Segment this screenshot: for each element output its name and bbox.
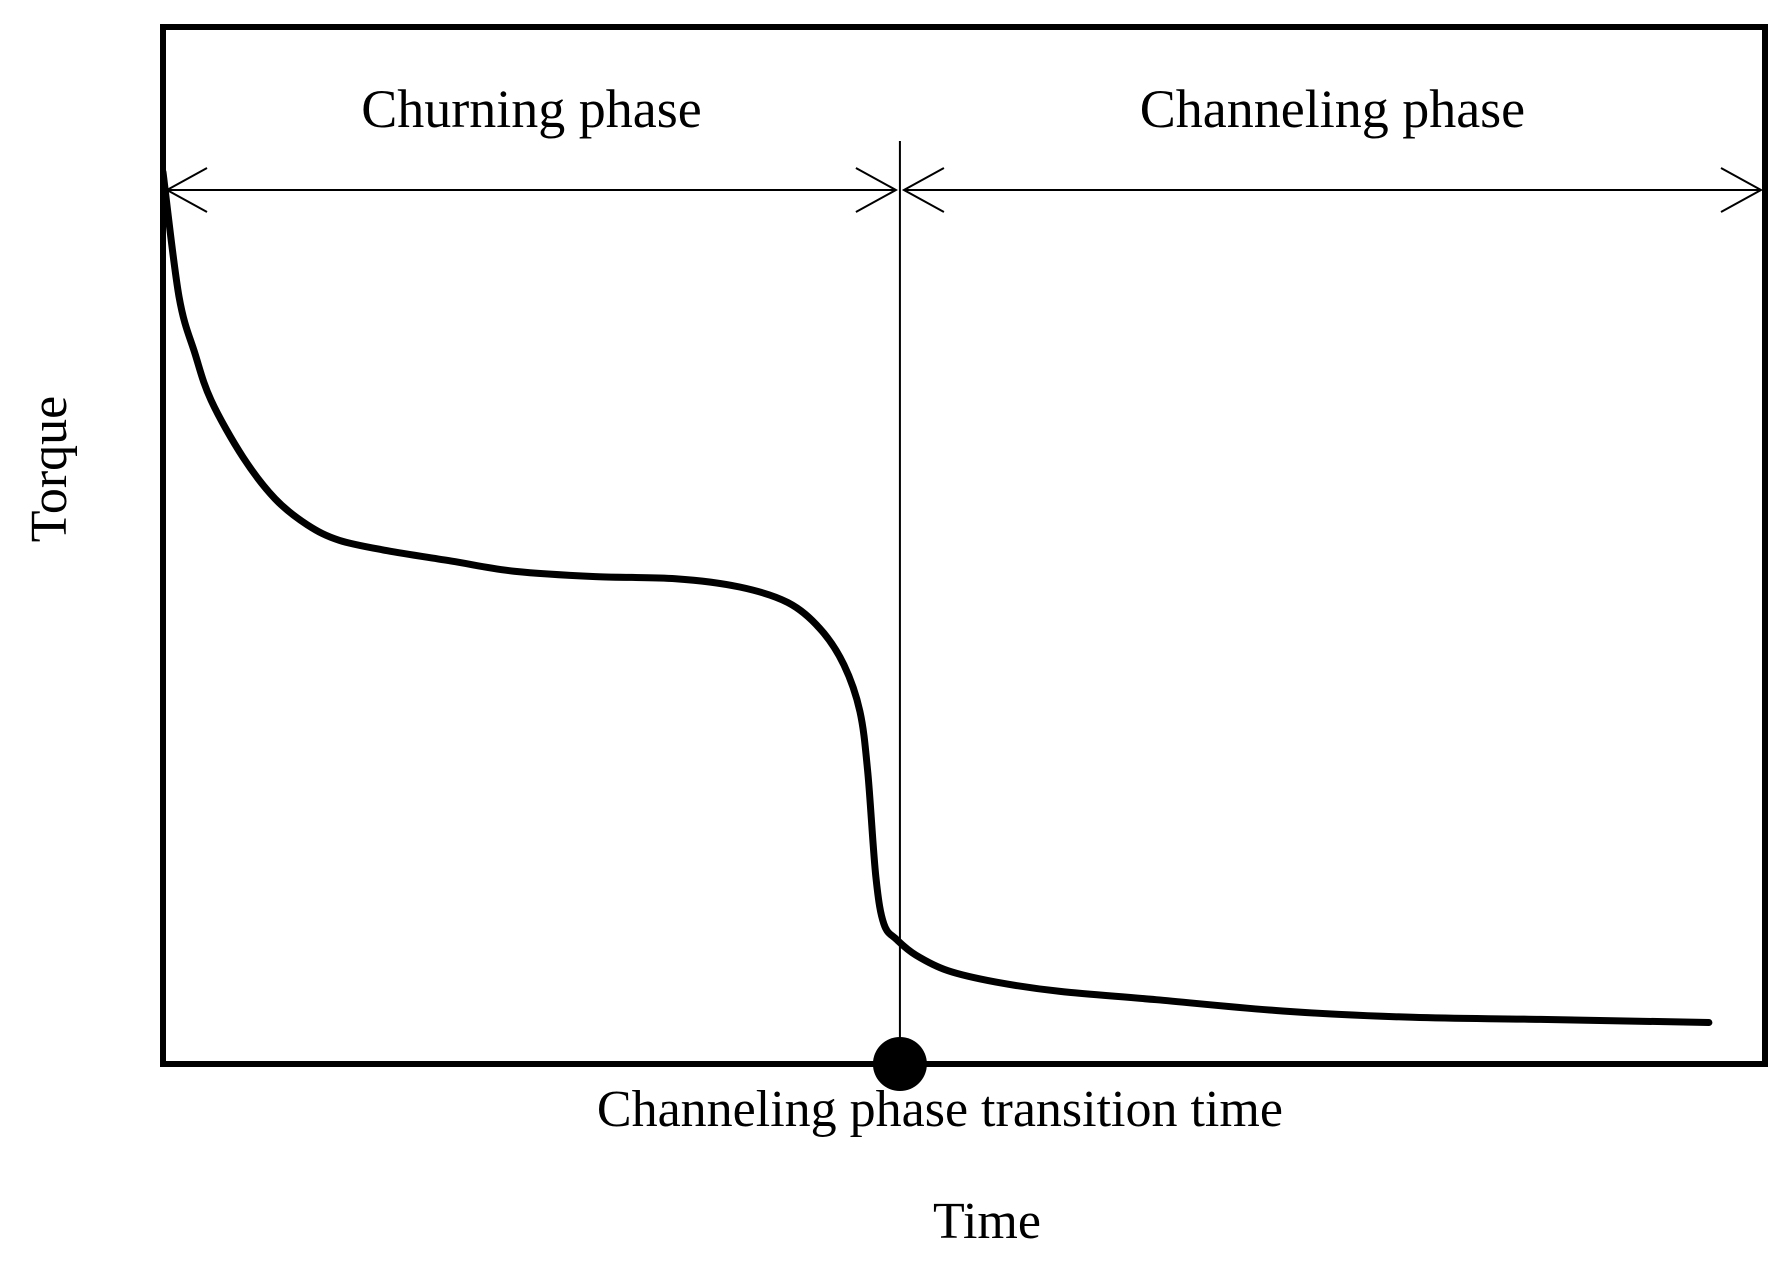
transition-marker	[872, 1037, 927, 1091]
phase-arrows	[164, 167, 1764, 213]
phase-label-churning: Churning phase	[361, 79, 701, 139]
transition-label: Channeling phase transition time	[597, 1081, 1283, 1138]
phase-label-channeling: Channeling phase	[1140, 79, 1525, 139]
phase-arrow-head-left	[901, 167, 945, 213]
phase-arrow-head-right	[1720, 167, 1764, 213]
torque-curve	[163, 168, 1713, 1026]
y-axis-label: Torque	[21, 396, 78, 543]
phase-arrow-head-right	[855, 167, 898, 213]
x-axis-label: Time	[933, 1193, 1041, 1250]
plot-frame	[160, 24, 1768, 1067]
